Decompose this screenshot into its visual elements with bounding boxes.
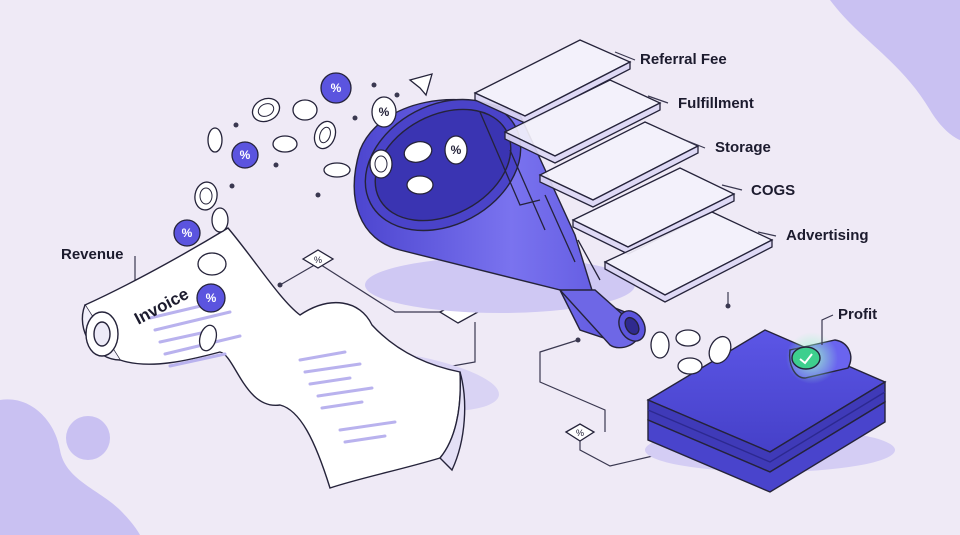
svg-text:%: % xyxy=(182,226,193,240)
svg-text:%: % xyxy=(379,105,390,119)
svg-text:%: % xyxy=(576,428,584,438)
profit-label: Profit xyxy=(838,306,878,323)
cogs-label: COGS xyxy=(751,182,796,199)
svg-text:%: % xyxy=(451,143,462,157)
blob-top-right xyxy=(830,0,960,140)
advertising-label: Advertising xyxy=(786,227,869,244)
profit-leader xyxy=(821,314,834,345)
revenue-label: Revenue xyxy=(61,246,124,263)
blob-dot xyxy=(66,416,110,460)
coin-dots xyxy=(229,82,400,198)
fee-cards xyxy=(473,39,774,303)
svg-text:%: % xyxy=(240,148,251,162)
wallet-icon xyxy=(645,329,895,493)
svg-text:%: % xyxy=(314,255,322,265)
blob-bottom-left xyxy=(0,399,140,535)
percent-coin-icon xyxy=(173,72,468,313)
coin-icon xyxy=(194,97,732,375)
arrow-cursor-icon xyxy=(408,73,433,97)
invoice-scroll xyxy=(81,227,499,489)
svg-text:%: % xyxy=(331,81,342,95)
percent-tag: % xyxy=(564,423,596,442)
fulfillment-label: Fulfillment xyxy=(678,95,754,112)
referral-fee-label: Referral Fee xyxy=(640,51,727,68)
percent-tag: % xyxy=(301,249,335,269)
storage-label: Storage xyxy=(715,139,771,156)
funnel xyxy=(353,98,646,349)
svg-text:%: % xyxy=(206,291,217,305)
invoice-lines xyxy=(148,303,397,444)
card-label-leaders xyxy=(614,51,777,237)
